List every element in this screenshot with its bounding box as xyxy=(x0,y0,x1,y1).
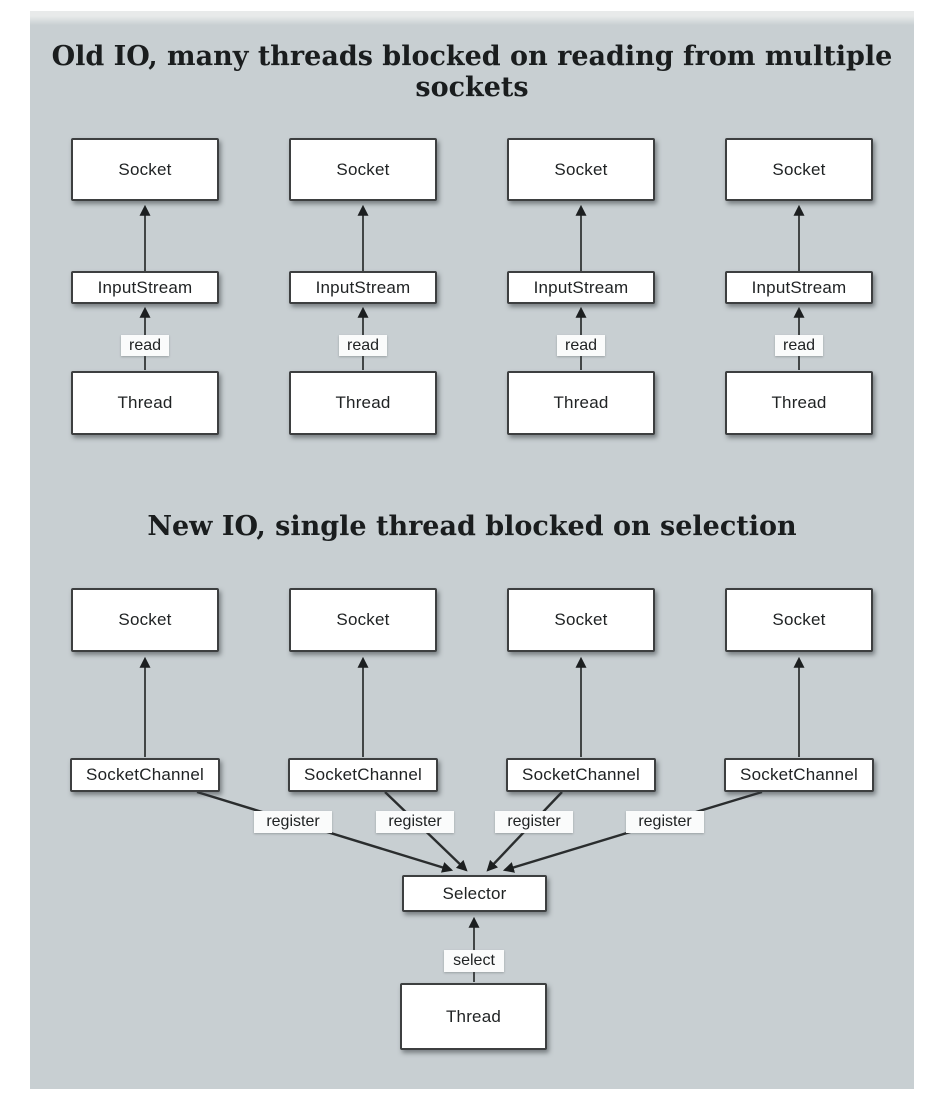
old-socket-box-4: Socket xyxy=(725,138,873,201)
old-thread-box-4: Thread xyxy=(725,371,873,435)
read-label-4: read xyxy=(775,335,823,356)
inputstream-box-1: InputStream xyxy=(71,271,219,304)
new-thread-label: Thread xyxy=(445,1006,502,1026)
new-socket-box-3: Socket xyxy=(507,588,655,652)
new-thread-box: Thread xyxy=(400,983,547,1050)
old-socket-box-1: Socket xyxy=(71,138,219,201)
socketchannel-label-2: SocketChannel xyxy=(304,765,422,784)
register-label-2: register xyxy=(376,811,454,833)
read-label-2: read xyxy=(339,335,387,356)
new-socket-box-2: Socket xyxy=(289,588,437,652)
socketchannel-box-4: SocketChannel xyxy=(724,758,874,792)
register-label-3: register xyxy=(495,811,573,833)
read-label-1: read xyxy=(121,335,169,356)
new-io-title: New IO, single thread blocked on selecti… xyxy=(147,511,797,542)
inputstream-box-4: InputStream xyxy=(725,271,873,304)
old-thread-label-1: Thread xyxy=(117,393,173,412)
old-thread-label-2: Thread xyxy=(335,393,391,412)
new-socket-label-3: Socket xyxy=(554,610,608,629)
socketchannel-label-1: SocketChannel xyxy=(86,765,204,784)
new-io-channel-arrows xyxy=(139,656,805,757)
inputstream-label-3: InputStream xyxy=(533,277,629,297)
socketchannel-label-4: SocketChannel xyxy=(740,765,858,784)
socketchannel-box-2: SocketChannel xyxy=(288,758,438,792)
old-socket-label-2: Socket xyxy=(336,159,390,179)
old-thread-label-3: Thread xyxy=(553,393,609,412)
socketchannel-label-3: SocketChannel xyxy=(522,765,640,784)
old-io-title: Old IO, many threads blocked on reading … xyxy=(51,41,893,103)
register-label-1: register xyxy=(254,811,332,833)
old-socket-box-3: Socket xyxy=(507,138,655,201)
inputstream-box-2: InputStream xyxy=(289,271,437,304)
select-label: select xyxy=(444,950,504,972)
old-thread-box-1: Thread xyxy=(71,371,219,435)
new-socket-label-4: Socket xyxy=(772,610,826,629)
socketchannel-box-1: SocketChannel xyxy=(70,758,220,792)
inputstream-box-3: InputStream xyxy=(507,271,655,304)
old-socket-box-2: Socket xyxy=(289,138,437,201)
new-socket-label-1: Socket xyxy=(118,610,172,629)
new-socket-box-4: Socket xyxy=(725,588,873,652)
inputstream-label-1: InputStream xyxy=(97,277,193,297)
old-socket-label-3: Socket xyxy=(554,159,608,179)
read-label-3: read xyxy=(557,335,605,356)
old-thread-box-2: Thread xyxy=(289,371,437,435)
new-socket-box-1: Socket xyxy=(71,588,219,652)
old-socket-label-4: Socket xyxy=(772,159,826,179)
socketchannel-box-3: SocketChannel xyxy=(506,758,656,792)
new-socket-label-2: Socket xyxy=(336,610,390,629)
selector-box: Selector xyxy=(402,875,547,912)
inputstream-label-4: InputStream xyxy=(751,277,847,297)
selector-label: Selector xyxy=(442,883,507,903)
old-thread-label-4: Thread xyxy=(771,393,827,412)
old-io-read-arrows xyxy=(139,204,805,370)
old-thread-box-3: Thread xyxy=(507,371,655,435)
register-label-4: register xyxy=(626,811,704,833)
inputstream-label-2: InputStream xyxy=(315,277,411,297)
old-socket-label-1: Socket xyxy=(118,159,172,179)
